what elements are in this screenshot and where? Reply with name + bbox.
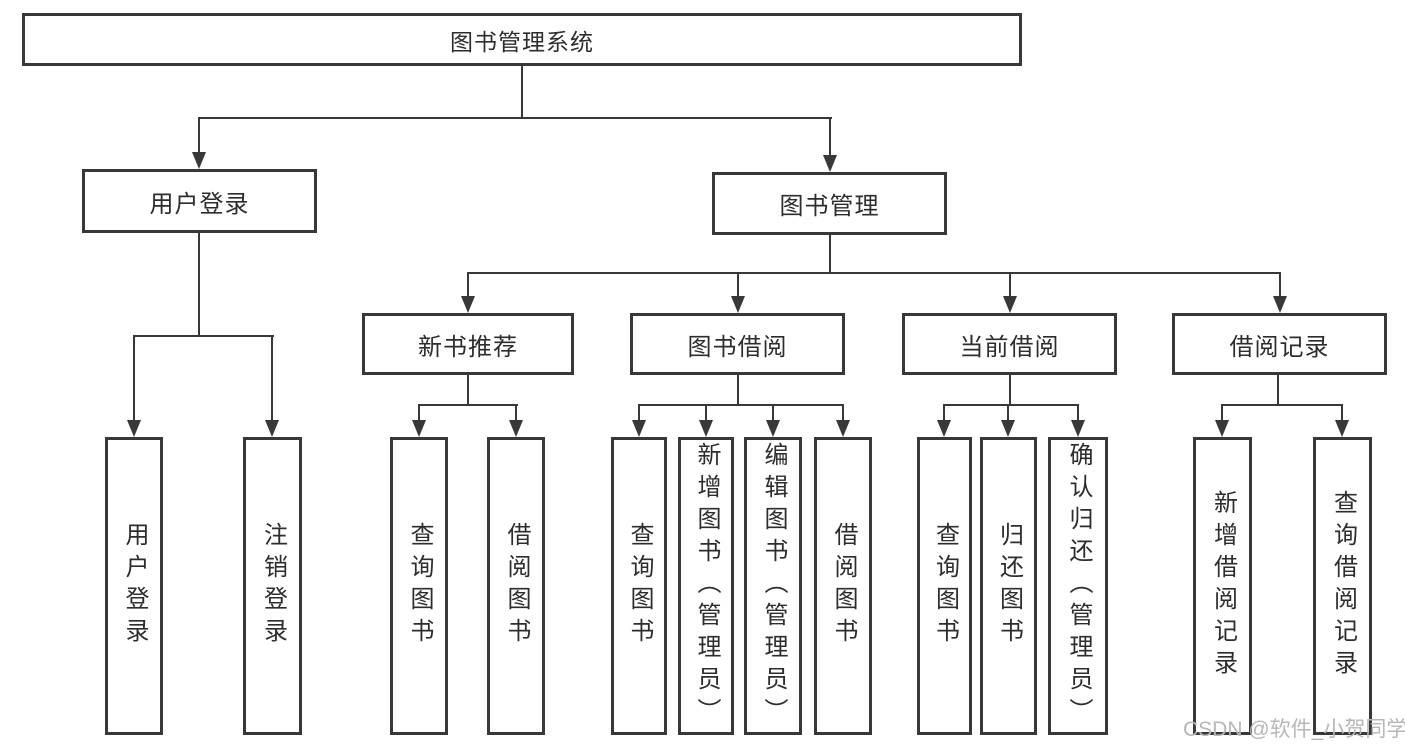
node-library-management-system: 图书管理系统	[22, 13, 1022, 66]
connector-line	[772, 404, 774, 421]
arrowhead-icon	[1071, 420, 1085, 437]
connector-line	[1277, 374, 1279, 406]
arrowhead-icon	[937, 420, 951, 437]
connector-line	[133, 335, 135, 420]
arrowhead-icon	[1215, 420, 1229, 437]
arrowhead-icon	[412, 420, 426, 437]
connector-line	[271, 335, 273, 420]
leaf-return-book: 归还图书	[980, 437, 1037, 735]
connector-line	[842, 404, 844, 421]
connector-line	[133, 335, 274, 337]
node-new-book-recommend: 新书推荐	[362, 313, 574, 375]
arrowhead-icon	[127, 420, 141, 437]
connector-line	[1009, 272, 1011, 297]
leaf-query-book-recommend: 查询图书	[390, 437, 448, 735]
leaf-query-book-borrow: 查询图书	[611, 437, 667, 735]
connector-line	[638, 404, 844, 406]
connector-line	[418, 404, 518, 406]
connector-line	[467, 272, 1281, 274]
leaf-edit-book-admin: 编辑图书（管理员）	[744, 437, 802, 735]
arrowhead-icon	[1335, 420, 1349, 437]
arrowhead-icon	[632, 420, 646, 437]
arrowhead-icon	[1001, 420, 1015, 437]
connector-line	[1221, 404, 1223, 421]
connector-line	[829, 117, 831, 155]
connector-line	[1341, 404, 1343, 421]
connector-line	[943, 404, 945, 421]
connector-line	[515, 404, 517, 421]
arrowhead-icon	[461, 296, 475, 313]
connector-line	[467, 272, 469, 297]
node-book-management: 图书管理	[712, 172, 947, 235]
node-user-login: 用户登录	[82, 169, 317, 233]
leaf-add-book-admin: 新增图书（管理员）	[678, 437, 734, 735]
arrowhead-icon	[699, 420, 713, 437]
leaf-user-login: 用户登录	[105, 437, 163, 735]
arrowhead-icon	[1273, 296, 1287, 313]
connector-line	[1077, 404, 1079, 421]
node-book-borrow: 图书借阅	[630, 313, 845, 375]
connector-line	[198, 232, 200, 337]
watermark: CSDN @软件_小贺同学	[1183, 718, 1405, 741]
node-current-borrow: 当前借阅	[902, 313, 1117, 375]
leaf-borrow-book: 借阅图书	[814, 437, 872, 735]
connector-line	[638, 404, 640, 421]
connector-line	[521, 66, 523, 118]
connector-line	[1009, 374, 1011, 406]
connector-line	[737, 272, 739, 297]
leaf-query-book-current: 查询图书	[917, 437, 972, 735]
connector-line	[1221, 404, 1343, 406]
connector-line	[1279, 272, 1281, 297]
connector-line	[1007, 404, 1009, 421]
arrowhead-icon	[731, 296, 745, 313]
arrowhead-icon	[509, 420, 523, 437]
connector-line	[943, 404, 1079, 406]
connector-line	[705, 404, 707, 421]
leaf-add-borrow-record: 新增借阅记录	[1193, 437, 1252, 735]
connector-line	[198, 117, 832, 119]
connector-line	[829, 234, 831, 274]
arrowhead-icon	[265, 420, 279, 437]
arrowhead-icon	[766, 420, 780, 437]
arrowhead-icon	[192, 152, 206, 169]
arrowhead-icon	[823, 155, 837, 172]
connector-line	[467, 374, 469, 406]
leaf-borrow-book-recommend: 借阅图书	[487, 437, 545, 735]
connector-line	[418, 404, 420, 421]
connector-line	[198, 117, 200, 152]
arrowhead-icon	[836, 420, 850, 437]
leaf-logout: 注销登录	[243, 437, 302, 735]
leaf-confirm-return-admin: 确认归还（管理员）	[1048, 437, 1108, 735]
leaf-query-borrow-record: 查询借阅记录	[1313, 437, 1372, 735]
arrowhead-icon	[1003, 296, 1017, 313]
node-borrow-records: 借阅记录	[1172, 313, 1387, 375]
connector-line	[737, 374, 739, 406]
